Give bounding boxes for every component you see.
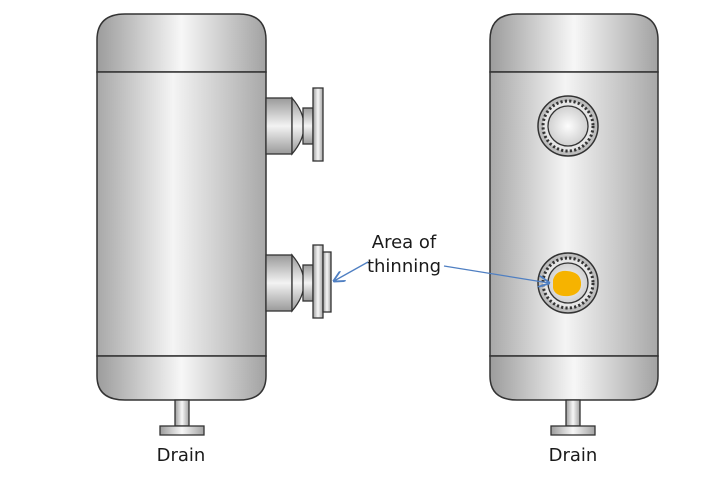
right-drain-label: Drain — [549, 445, 598, 466]
left-vessel-shell — [96, 71, 267, 357]
left-vessel: Drain — [96, 13, 332, 466]
thinning-annotation: Area of thinning — [334, 232, 549, 283]
arrow-to-thinning-spot — [443, 265, 549, 283]
right-vessel: Drain — [489, 13, 659, 466]
left-drain-pipe — [159, 399, 205, 436]
right-drain-pipe — [550, 399, 596, 436]
arrow-to-left-nozzle — [334, 261, 369, 281]
annotation-line-2: thinning — [367, 256, 441, 277]
right-upper-nozzle-opening — [537, 95, 599, 157]
left-drain-label: Drain — [157, 445, 206, 466]
left-vessel-top-head — [96, 13, 267, 73]
right-vessel-bottom-head — [489, 355, 659, 401]
right-vessel-top-head — [489, 13, 659, 73]
left-lower-nozzle — [265, 244, 332, 319]
thinning-spot — [553, 270, 582, 297]
left-upper-nozzle — [265, 87, 324, 162]
annotation-line-1: Area of — [372, 232, 437, 253]
left-vessel-bottom-head — [96, 355, 267, 401]
